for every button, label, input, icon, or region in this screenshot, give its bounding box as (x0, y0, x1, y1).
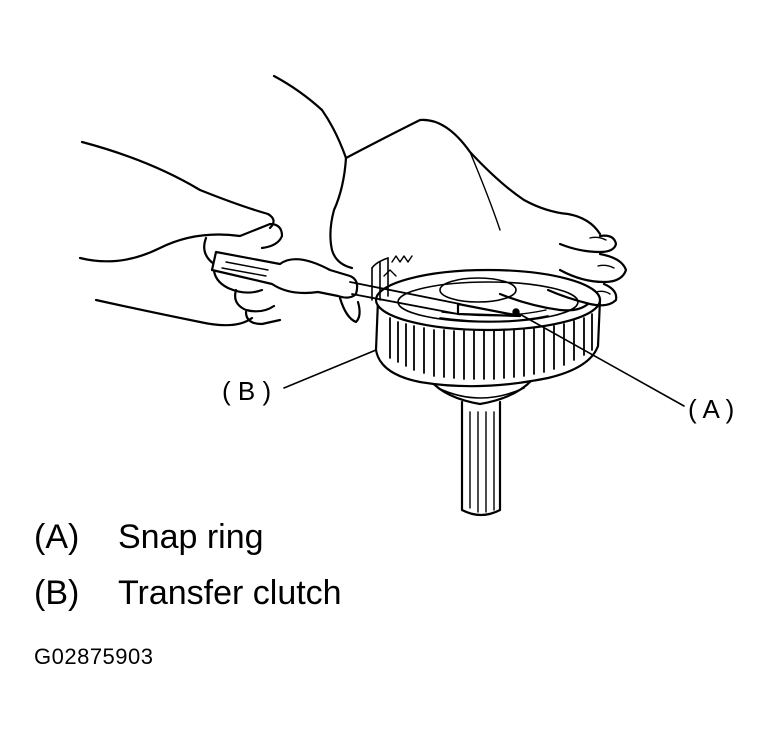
callout-label-a: ( A ) (688, 394, 734, 424)
legend: (A) Snap ring (B) Transfer clutch (34, 518, 342, 630)
legend-key: (B) (34, 574, 80, 612)
callout-label-b: ( B ) (222, 376, 271, 406)
legend-text: Snap ring (118, 518, 264, 556)
screwdriver (210, 250, 522, 324)
drum-splines (389, 313, 593, 380)
figure-id: G02875903 (34, 644, 154, 669)
legend-key: (A) (34, 518, 80, 556)
legend-row: (A) Snap ring (34, 518, 342, 574)
right-hand (272, 74, 628, 312)
leader-dot-a (512, 308, 520, 316)
legend-text: Transfer clutch (118, 574, 342, 612)
illustration: ( A ) ( B ) (78, 74, 734, 517)
leader-line-a (515, 311, 685, 407)
legend-row: (B) Transfer clutch (34, 574, 342, 630)
leader-line-b (283, 349, 377, 389)
left-hand (78, 140, 284, 327)
output-shaft (460, 400, 502, 517)
